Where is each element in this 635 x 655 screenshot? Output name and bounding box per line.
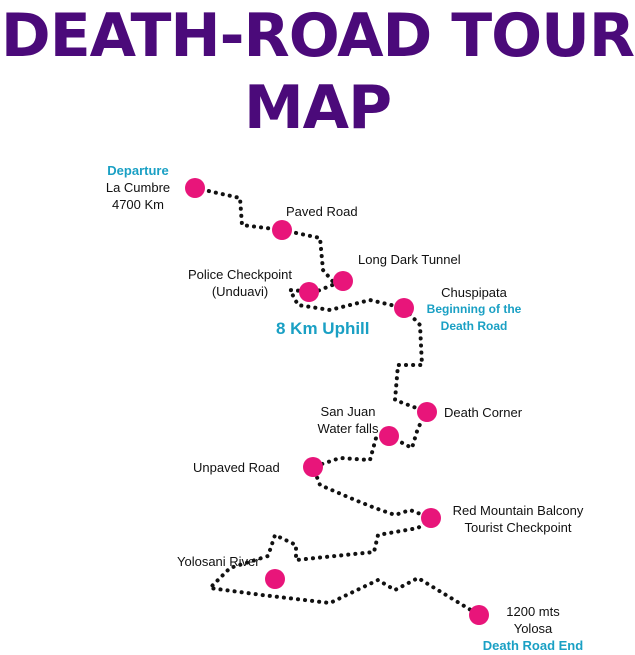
departure-name: La Cumbre bbox=[105, 180, 171, 195]
san-juan-line2: Water falls bbox=[317, 421, 379, 436]
paved-road-label: Paved Road bbox=[286, 204, 358, 219]
yolosa-label: 1200 mts Yolosa Death Road End bbox=[474, 603, 592, 654]
stop-death-corner-marker bbox=[417, 402, 437, 422]
stop-paved-road-marker bbox=[272, 220, 292, 240]
long-dark-tunnel-label: Long Dark Tunnel bbox=[358, 252, 461, 267]
uphill-label: 8 Km Uphill bbox=[276, 319, 370, 338]
police-checkpoint-line2: (Unduavi) bbox=[211, 284, 269, 299]
san-juan-label: San Juan Water falls bbox=[305, 403, 391, 437]
chuspipata-tag1: Beginning of the bbox=[426, 302, 522, 316]
stop-long-dark-tunnel-marker bbox=[333, 271, 353, 291]
map-title-line2: MAP bbox=[243, 73, 392, 143]
chuspipata-name: Chuspipata bbox=[441, 285, 507, 300]
departure-altitude: 4700 Km bbox=[111, 197, 165, 212]
unpaved-road-label: Unpaved Road bbox=[193, 460, 280, 475]
stop-san-juan-marker bbox=[379, 426, 399, 446]
chuspipata-tag2: Death Road bbox=[440, 319, 508, 333]
yolosa-name: Yolosa bbox=[513, 621, 553, 636]
stop-yolosa-marker bbox=[469, 605, 489, 625]
red-mountain-line2: Tourist Checkpoint bbox=[464, 520, 572, 535]
departure-label: Departure La Cumbre 4700 Km bbox=[98, 162, 178, 213]
map-title-line1: DEATH-ROAD TOUR bbox=[0, 1, 635, 71]
san-juan-line1: San Juan bbox=[320, 404, 376, 419]
police-checkpoint-line1: Police Checkpoint bbox=[187, 267, 293, 282]
yolosa-altitude: 1200 mts bbox=[506, 604, 560, 619]
route-path bbox=[193, 186, 481, 617]
stop-red-mountain-marker bbox=[421, 508, 441, 528]
death-corner-label: Death Corner bbox=[444, 405, 523, 420]
yolosani-label: Yolosani River bbox=[177, 554, 260, 569]
red-mountain-label: Red Mountain Balcony Tourist Checkpoint bbox=[443, 502, 593, 536]
stop-departure-marker bbox=[185, 178, 205, 198]
police-checkpoint-label: Police Checkpoint (Unduavi) bbox=[180, 266, 300, 300]
departure-tag: Departure bbox=[107, 163, 169, 178]
stop-unpaved-road-marker bbox=[303, 457, 323, 477]
yolosa-tag: Death Road End bbox=[482, 638, 584, 653]
red-mountain-line1: Red Mountain Balcony bbox=[452, 503, 584, 518]
stop-police-checkpoint-marker bbox=[299, 282, 319, 302]
chuspipata-label: Chuspipata Beginning of the Death Road bbox=[414, 284, 534, 335]
stop-yolosani-marker bbox=[265, 569, 285, 589]
stop-chuspipata-marker bbox=[394, 298, 414, 318]
